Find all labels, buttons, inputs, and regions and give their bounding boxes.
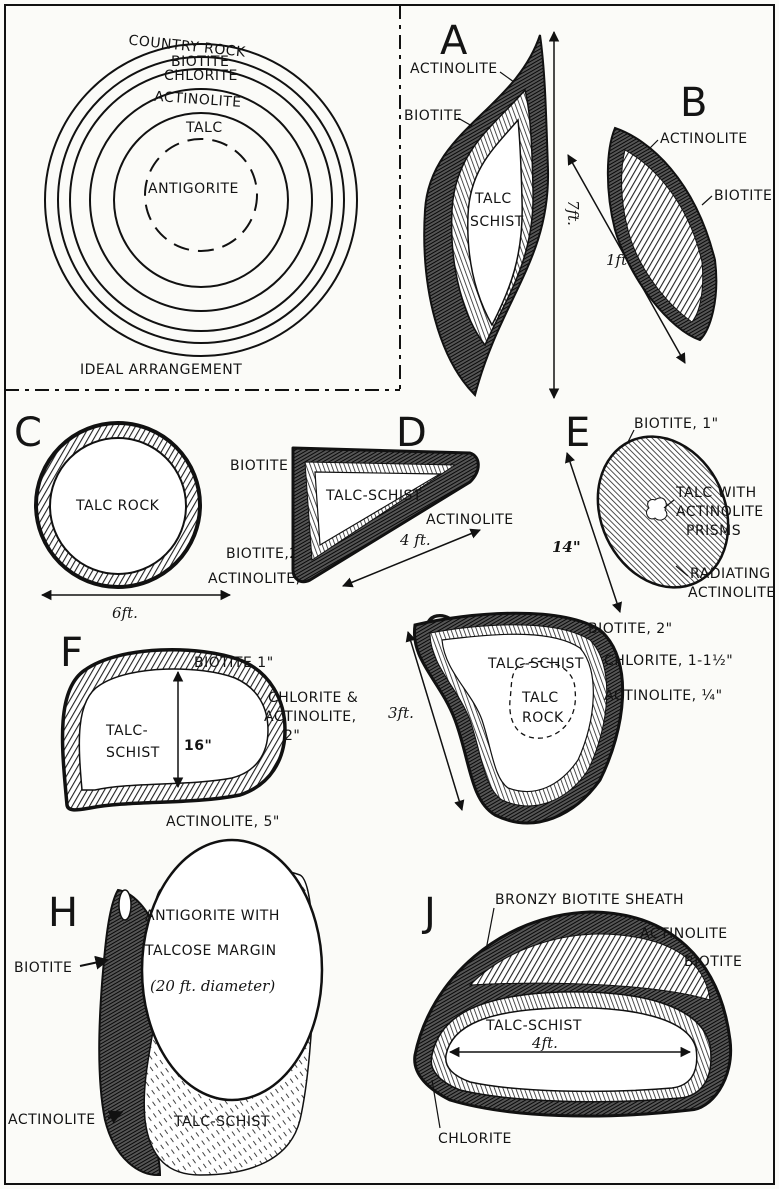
ideal-caption: IDEAL ARRANGEMENT [80,362,242,378]
f-core-label-1: TALC- [105,723,148,739]
g-biotite-label: BIOTITE, 2" [588,621,673,637]
b-dimension-label: 1ft. [606,251,632,269]
j-chlorite-label: CHLORITE [438,1131,512,1147]
a-dimension-label: 7ft. [564,200,582,226]
e-talc-label-3: PRISMS [686,523,741,539]
j-core-label: TALC-SCHIST [485,1018,582,1034]
f-chlorite-label-3: 2" [284,728,300,744]
c-core-label: TALC ROCK [75,498,160,514]
f-core-label-2: SCHIST [106,745,160,761]
c-biotite-label: BIOTITE [230,458,288,474]
c-dimension-label: 6ft. [112,604,138,622]
letter-j: J [421,890,436,936]
j-dimension-label: 4ft. [531,1034,558,1052]
body-h-antigorite [142,840,322,1100]
letter-f: F [60,630,83,676]
ideal-talc-label: TALC [185,120,223,136]
ideal-arrangement-panel [45,44,357,356]
h-actinolite-label: ACTINOLITE [8,1112,96,1128]
h-label-3: (20 ft. diameter) [150,977,275,995]
a-core-label-1: TALC [474,191,512,207]
d-dimension-label: 4 ft. [399,531,431,549]
g-actinolite-label: ACTINOLITE, ¼" [604,688,723,704]
j-actinolite-label: ACTINOLITE [640,926,728,942]
a-actinolite-label: ACTINOLITE [410,61,498,77]
letter-a: A [440,18,468,64]
e-radiating-label-2: ACTINOLITE [688,585,776,601]
a-core-label-2: SCHIST [470,214,524,230]
body-e-core [647,498,667,520]
g-rock-label-2: ROCK [522,710,564,726]
h-biotite-label: BIOTITE [14,960,72,976]
letter-b: B [680,80,707,126]
j-biotite-label: BIOTITE [684,954,742,970]
f-dimension-label: 16" [184,738,212,754]
g-rock-label-1: TALC [521,690,559,706]
d-actinolite-label: ACTINOLITE [426,512,514,528]
a-biotite-label: BIOTITE [404,108,462,124]
f-actinolite-label: ACTINOLITE, 5" [166,814,280,830]
ideal-chlorite-label: CHLORITE [164,68,238,84]
f-chlorite-label-2: ACTINOLITE, [264,709,357,725]
letter-e: E [565,410,590,456]
g-chlorite-label: CHLORITE, 1-1½" [604,653,733,669]
e-biotite-label: BIOTITE, 1" [634,416,719,432]
body-h-cavity [119,890,131,920]
e-radiating-label-1: RADIATING [690,566,771,582]
g-dimension-label: 3ft. [388,704,414,722]
letter-c: C [14,410,42,456]
f-chlorite-label-1: CHLORITE & [268,690,358,706]
e-talc-label-1: TALC WITH [675,485,757,501]
j-sheath-label: BRONZY BIOTITE SHEATH [495,892,684,908]
h-talcschist-label: TALC-SCHIST [173,1114,270,1130]
b-actinolite-label: ACTINOLITE [660,131,748,147]
letter-d: D [396,410,427,456]
b-biotite-label: BIOTITE [714,188,772,204]
ideal-antigorite-label: ANTIGORITE [148,181,239,197]
h-label-2: TALCOSE MARGIN [144,943,277,959]
h-label-1: ANTIGORITE WITH [145,908,280,924]
e-talc-label-2: ACTINOLITE [676,504,764,520]
letter-h: H [48,890,78,936]
f-biotite-label: BIOTITE 1" [194,655,274,671]
g-talcschist-label: TALC-SCHIST [487,656,584,672]
d-core-label: TALC-SCHIST [325,488,422,504]
e-dimension-label: 14" [552,538,581,556]
